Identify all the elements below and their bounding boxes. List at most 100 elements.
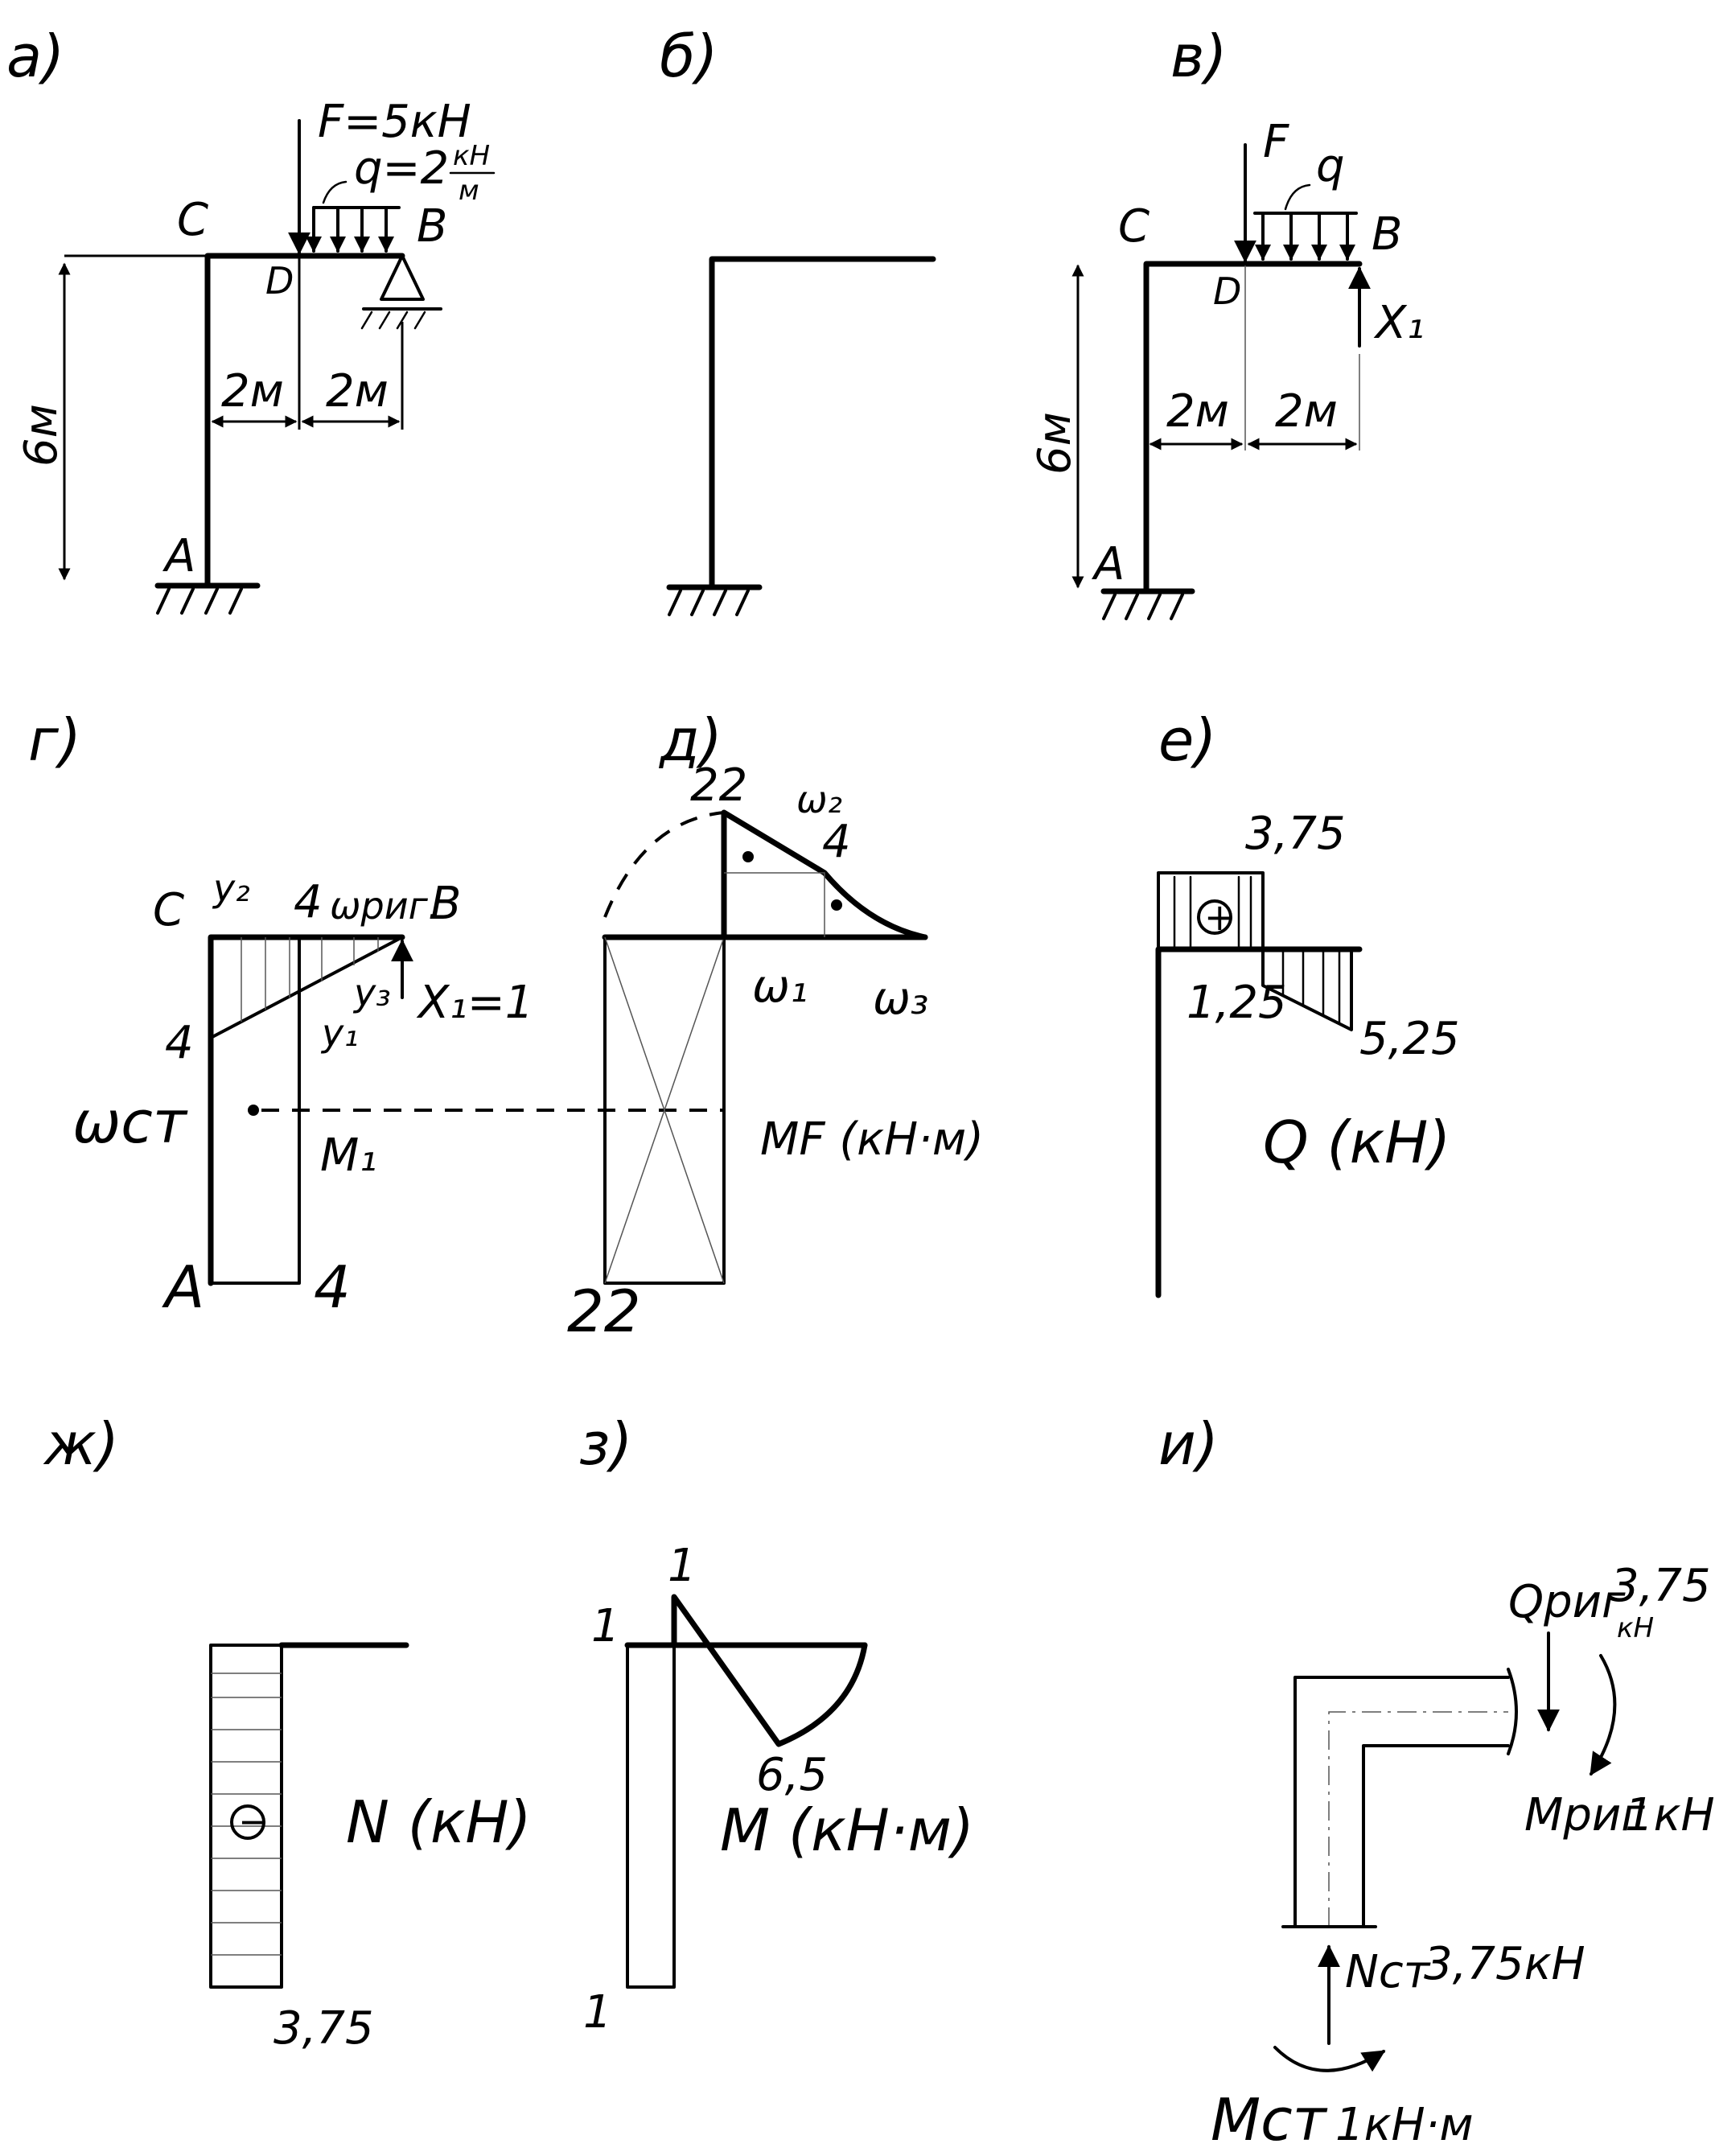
zh-value-bottom: 3,75 [273,2002,374,2055]
panel-g: г) X₁=1 C 4 ωриг. B y₂ y₃ y₁ 4 ωст M₁ A … [28,706,724,1321]
i-q-unit: кН [1617,1612,1654,1644]
load-q-unit-den: м [459,175,479,207]
q-sign: + [1204,895,1236,939]
panel-e: е) + 3,75 1,25 5,25 Q (кН) [1155,706,1460,1298]
mf-column-cross [604,936,725,1284]
n-hatch [211,1673,282,1956]
load-q-v-label: q [1316,140,1345,192]
n-column-rect [209,1644,283,1989]
e-value-left: 1,25 [1187,977,1287,1029]
g-value-bottom: 4 [314,1253,351,1321]
z-value-mid: 6,5 [756,1749,828,1801]
q-sign-circle [1197,899,1232,935]
g-y3: y₃ [352,971,391,1014]
i-m-col-label: Mст [1211,2086,1328,2154]
g-node-B: B [430,878,461,930]
node-B-label: B [417,200,447,253]
node-D-v-label: D [1213,270,1241,313]
i-q-value: 3,75 [1610,1560,1711,1612]
i-m-beam-label: Mриг [1524,1789,1645,1841]
q-trapezoid-negative [1261,948,1353,1031]
panel-z-label: з) [579,1410,632,1478]
z-diagram-name: M (кН·м) [720,1796,974,1864]
g-y1: y₁ [320,1011,359,1055]
i-m-col-value: 1кН·м [1335,2099,1474,2151]
i-n-value: 3,75кН [1424,1938,1585,1990]
n-sign: − [238,1800,269,1843]
panel-g-label: г) [28,706,81,774]
unknown-X1-label: X₁ [1373,297,1425,349]
panel-a-label: а) [6,23,64,90]
fixed-support-a [154,582,261,615]
dim-2m-a1-label: 2м [221,365,284,418]
z-value-bottom: 1 [583,1986,612,2039]
node-A-label: A [162,530,195,582]
g-node-A: A [162,1253,204,1321]
dim-2m-a2-label: 2м [326,365,389,418]
d-area-1: ω₁ [752,961,808,1013]
q-hatch [1173,875,1341,1025]
d-area-3: ω₃ [873,973,928,1025]
m-column-rect [626,1644,676,1989]
panel-v-label: в) [1170,23,1228,90]
panel-b: б) [660,23,936,616]
m-beam-moment-arrow [1590,1654,1617,1776]
panel-zh-label: ж) [43,1410,119,1478]
frame-v [1143,261,1363,595]
panel-d: д) 22 ω₂ 4 ω₁ ω₃ MF (кН·м) 22 [567,706,984,1345]
m-column-moment-arrow [1273,2046,1386,2072]
g-value-top: 4 [294,876,323,928]
z-value-peak: 1 [668,1540,697,1592]
node-C-v-label: C [1118,200,1150,253]
force-F-v-label: F [1263,116,1289,168]
e-value-right: 5,25 [1359,1013,1460,1065]
mf-beam-split [724,872,825,937]
load-q-unit-num: кН [453,140,490,172]
i-q-label: Qриг [1508,1576,1626,1628]
i-n-label: Nст [1345,1946,1431,1998]
d-diagram-name: MF (кН·м) [760,1113,984,1166]
i-m-beam-value: 1кН·м [1625,1789,1715,1841]
dim-6m-a-label: 6м [15,404,68,467]
unit-force-label: X₁=1 [416,977,533,1029]
force-F-label: F=5кН [318,96,471,148]
d-area-2: ω₂ [796,778,842,821]
node-inner-edge [1362,1744,1510,1928]
node-A-v-label: A [1092,538,1125,590]
distributed-load-q-v [1253,183,1358,261]
m-beam-curve [671,1594,868,1747]
pin-support-b [360,254,442,330]
dim-2m-v2-label: 2м [1275,385,1338,438]
node-outer-edge [1293,1676,1510,1928]
panel-zh: ж) − N (кН) 3,75 [43,1410,532,2055]
panel-i: и) Qриг 3,75 кН Mриг 1кН·м Nст 3,75кН Mс… [1158,1410,1715,2154]
panel-b-label: б) [660,23,718,90]
node-axis [1328,1711,1508,1927]
fixed-support-b [666,584,763,616]
dim-2m-v1-label: 2м [1166,385,1229,438]
g-area-column: ωст [72,1088,188,1156]
node-C-label: C [177,194,208,246]
dim-6m-v-label: 6м [1029,412,1081,475]
load-q-label: q=2 [354,142,449,195]
g-centroid-dot [248,1105,259,1116]
z-value-top-left: 1 [591,1600,620,1652]
e-diagram-name: Q (кН) [1263,1109,1450,1176]
beam-cut [1507,1668,1518,1755]
d-value-top: 22 [690,759,747,812]
zh-diagram-name: N (кН) [346,1788,532,1856]
g-area-beam: ωриг. [330,884,439,928]
g-node-C: C [153,884,184,936]
panel-e-label: е) [1158,706,1216,774]
node-D-label: D [265,259,294,302]
frame-b [709,256,936,590]
mf-dashed-arc [603,811,725,918]
panel-z: з) 1 1 6,5 M (кН·м) 1 [579,1410,974,2039]
d-value-bottom: 22 [567,1278,641,1345]
panel-d-label: д) [658,706,722,774]
panel-a: а) F=5кН [6,23,496,615]
distributed-load-q [306,180,401,253]
d-value-mid: 4 [822,816,851,868]
g-diagram-name: M₁ [320,1129,377,1182]
